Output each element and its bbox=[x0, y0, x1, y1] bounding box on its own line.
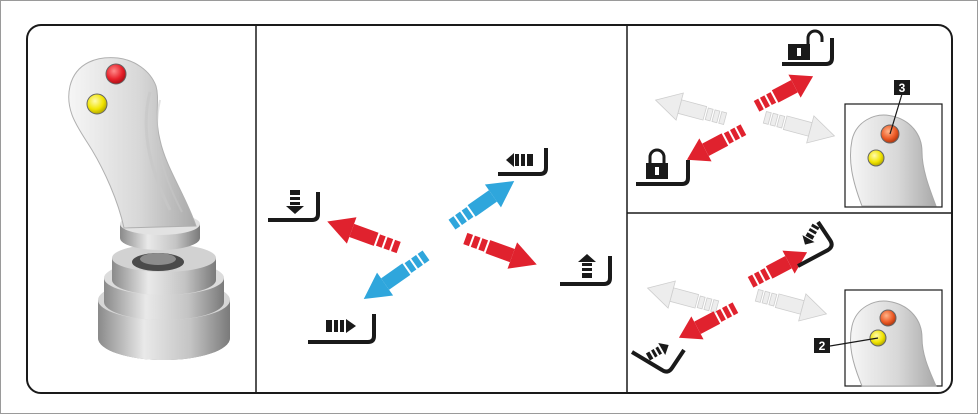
callout-2: 2 bbox=[819, 339, 826, 353]
pump-down-icon bbox=[268, 190, 320, 222]
tilt-panel: 2 bbox=[630, 220, 943, 387]
red-arrow-tilt-up bbox=[747, 250, 808, 288]
tilt-up-icon bbox=[797, 220, 834, 268]
red-arrow-up-left bbox=[327, 217, 401, 254]
joystick-inset-lock: 3 bbox=[844, 80, 943, 208]
callout-3: 3 bbox=[899, 81, 906, 95]
direction-arrows-panel bbox=[268, 148, 612, 344]
pump-right-icon bbox=[308, 314, 376, 344]
pump-left-icon bbox=[498, 148, 548, 176]
joystick-inset-tilt: 2 bbox=[814, 289, 943, 387]
red-arrow-tilt-down bbox=[678, 302, 739, 340]
joystick-icon bbox=[68, 57, 230, 360]
red-arrow-unlock bbox=[753, 74, 814, 112]
blue-arrow-down-left bbox=[363, 250, 430, 299]
pump-up-icon bbox=[560, 254, 612, 286]
red-arrow-lock bbox=[686, 124, 747, 162]
lock-unlock-panel: 3 bbox=[636, 29, 943, 208]
red-arrow-down-right bbox=[463, 232, 537, 269]
blue-arrow-up-right bbox=[448, 181, 515, 230]
tilt-down-icon bbox=[630, 342, 686, 374]
lock-icon bbox=[636, 148, 690, 186]
unlock-icon bbox=[782, 29, 834, 66]
